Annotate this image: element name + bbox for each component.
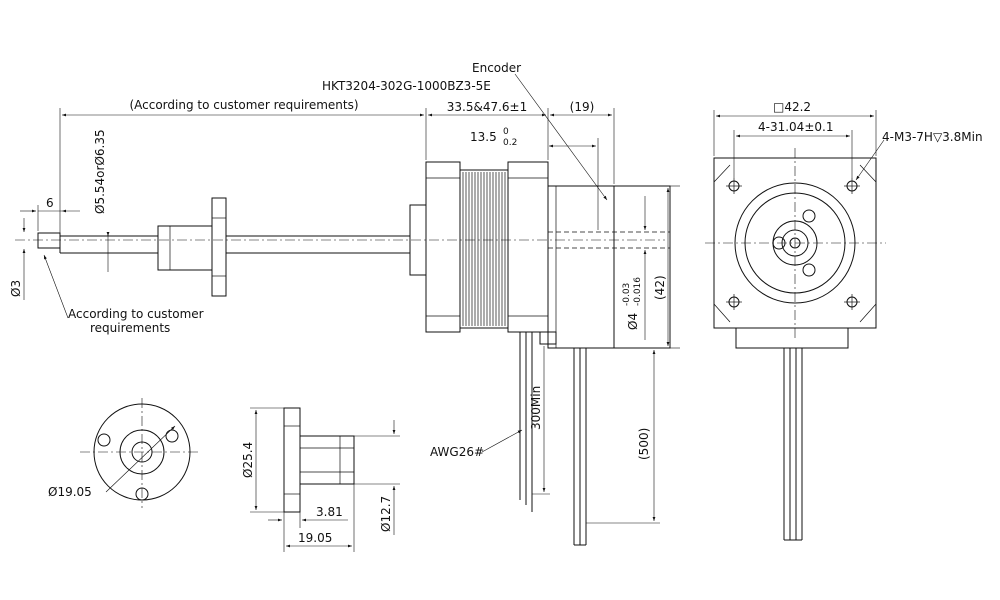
encoder-model-label: HKT3204-302G-1000BZ3-5E xyxy=(322,79,491,93)
nut-dia-label: Ø19.05 xyxy=(48,485,92,499)
body-length-label: 33.5&47.6±1 xyxy=(447,100,527,114)
nut-dimensions: Ø25.4 3.81 19.05 Ø12.7 xyxy=(241,407,400,552)
nut-front-view: Ø19.05 xyxy=(48,398,200,508)
side-view-motor-body xyxy=(425,161,671,546)
dim-300min-label: 300Min xyxy=(529,386,543,430)
customer-req-top-label: (According to customer requirements) xyxy=(129,98,358,112)
tol-0-label: 0 xyxy=(503,127,509,137)
dim-42-label: (42) xyxy=(653,275,667,300)
dim-6-label: 6 xyxy=(46,196,54,210)
awg-label: AWG26# xyxy=(430,445,484,459)
nut-side-view xyxy=(283,407,355,513)
side-view-dimensions: (According to customer requirements) 33.… xyxy=(9,61,680,524)
nut-19-05-label: 19.05 xyxy=(298,531,332,545)
tol-0-2-label: 0.2 xyxy=(503,138,517,148)
encoder-label: Encoder xyxy=(472,61,521,75)
dim-13-5-label: 13.5 xyxy=(470,130,497,144)
nut-25-4-label: Ø25.4 xyxy=(241,442,255,478)
dim-4-label: Ø4 xyxy=(626,313,640,330)
thread-dim-label: 4-M3-7H▽3.8Min xyxy=(882,130,983,144)
customer-req-left-2: requirements xyxy=(90,321,170,335)
tol-4-lower: -0.016 xyxy=(633,277,643,306)
side-view-shaft xyxy=(15,197,665,297)
nut-12-7-label: Ø12.7 xyxy=(379,496,393,532)
dim-19-label: (19) xyxy=(570,100,595,114)
front-view xyxy=(705,148,886,541)
customer-req-left-1: According to customer xyxy=(68,307,204,321)
stator-laminations xyxy=(462,172,506,326)
dim-500-label: (500) xyxy=(637,428,651,460)
shaft-diameter-label: Ø5.54orØ6.35 xyxy=(93,129,107,214)
dim-3-label: Ø3 xyxy=(9,280,23,297)
square-dim-label: □42.2 xyxy=(773,100,811,114)
tol-4-upper: -0.03 xyxy=(622,283,632,306)
pcd-dim-label: 4-31.04±0.1 xyxy=(758,120,833,134)
front-view-dimensions: □42.2 4-31.04±0.1 4-M3-7H▽3.8Min xyxy=(713,100,983,181)
nut-3-81-label: 3.81 xyxy=(316,505,343,519)
